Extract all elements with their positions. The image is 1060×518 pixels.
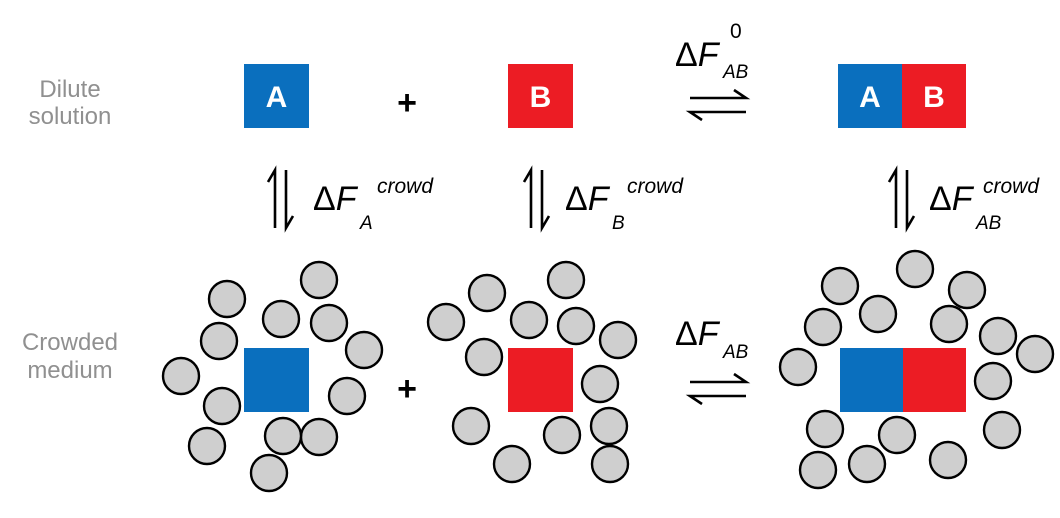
crowded-equilibrium-arrows (685, 372, 751, 406)
box-b-crowded (508, 348, 573, 412)
plus-sign-dilute: + (397, 84, 417, 122)
crowd-ab-delta: ΔF (929, 180, 975, 218)
crowded-label-line2: medium (27, 357, 112, 384)
box-ab-dilute-a-label: A (859, 81, 881, 114)
crowd-b-sub: B (612, 213, 625, 234)
box-ab-dilute-b (902, 64, 966, 128)
crowder (1015, 334, 1055, 374)
reverse-arrow-dilute (685, 110, 746, 122)
crowder (309, 303, 349, 343)
crowder (299, 417, 339, 457)
forward-arrow-dilute (690, 88, 751, 100)
down-arrow-a (284, 170, 295, 233)
crowd-b-sup: crowd (627, 175, 684, 198)
crowder (803, 307, 843, 347)
vertical-equilibrium-a: ΔF A crowd (266, 165, 434, 234)
crowder (187, 426, 227, 466)
crowder (207, 279, 247, 319)
reverse-arrow-crowded (685, 394, 746, 406)
crowder (426, 302, 466, 342)
crowder (542, 415, 582, 455)
crowder (263, 416, 303, 456)
crowder (261, 299, 301, 339)
crowders-around-a (161, 260, 384, 493)
crowder (947, 270, 987, 310)
crowder (982, 410, 1022, 450)
box-a-crowded (244, 348, 309, 412)
crowd-a-sup: crowd (377, 175, 434, 198)
crowder (778, 347, 818, 387)
crowder (556, 306, 596, 346)
crowder (798, 450, 838, 490)
crowder (590, 444, 630, 484)
box-ab-crowded-b (903, 348, 966, 412)
forward-arrow-crowded (690, 372, 751, 384)
dilute-binding-label: ΔF AB 0 (675, 20, 749, 83)
dilute-label-line1: Dilute (39, 76, 100, 103)
box-a-dilute-label: A (266, 81, 288, 114)
crowd-b-delta: ΔF (565, 180, 611, 218)
box-ab-dilute-a (838, 64, 902, 128)
crowder (895, 249, 935, 289)
dilute-binding-sub: AB (722, 62, 749, 83)
up-arrow-ab (887, 165, 898, 228)
crowd-a-sub: A (359, 213, 373, 234)
crowder (546, 260, 586, 300)
crowder (249, 453, 289, 493)
plus-sign-crowded: + (397, 370, 417, 408)
vertical-equilibrium-ab: ΔF AB crowd (887, 165, 1040, 234)
down-arrow-b (540, 170, 551, 233)
crowder (928, 440, 968, 480)
dilute-complex-ab: A B (838, 64, 966, 128)
crowder (202, 386, 242, 426)
box-b-dilute (508, 64, 573, 128)
box-a-dilute (244, 64, 309, 128)
crowder (509, 300, 549, 340)
crowder (973, 361, 1013, 401)
dilute-binding-sup: 0 (730, 20, 742, 43)
crowder (598, 320, 638, 360)
crowder (327, 376, 367, 416)
dilute-label-line2: solution (29, 103, 112, 130)
crowder (467, 273, 507, 313)
vertical-equilibrium-b: ΔF B crowd (522, 165, 684, 234)
crowder (589, 406, 629, 446)
crowded-label-line1: Crowded (22, 329, 118, 356)
dilute-equilibrium-arrows (685, 88, 751, 122)
crowder (161, 356, 201, 396)
dilute-protein-a: A (244, 64, 309, 128)
box-ab-crowded-a (840, 348, 903, 412)
crowder (199, 321, 239, 361)
crowder (299, 260, 339, 300)
crowd-ab-sub: AB (975, 213, 1002, 234)
down-arrow-ab (905, 170, 916, 233)
up-arrow-a (266, 165, 277, 228)
crowder (929, 304, 969, 344)
crowder (847, 444, 887, 484)
crowders-around-ab (778, 249, 1055, 490)
crowded-binding-label: ΔF AB (675, 315, 749, 363)
crowder (344, 330, 384, 370)
crowder (820, 266, 860, 306)
box-ab-dilute-b-label: B (923, 81, 945, 114)
crowders-around-b (426, 260, 638, 484)
crowder (580, 364, 620, 404)
crowder (451, 406, 491, 446)
crowded-binding-delta: ΔF (675, 315, 721, 353)
crowded-binding-sub: AB (722, 342, 749, 363)
dilute-binding-delta: ΔF (675, 36, 721, 74)
crowder (805, 409, 845, 449)
box-b-dilute-label: B (530, 81, 552, 114)
crowder (877, 415, 917, 455)
crowd-a-delta: ΔF (313, 180, 359, 218)
crowder (464, 337, 504, 377)
crowder (858, 294, 898, 334)
dilute-protein-b: B (508, 64, 573, 128)
crowd-ab-sup: crowd (983, 175, 1040, 198)
crowder (978, 316, 1018, 356)
crowder (492, 444, 532, 484)
up-arrow-b (522, 165, 533, 228)
